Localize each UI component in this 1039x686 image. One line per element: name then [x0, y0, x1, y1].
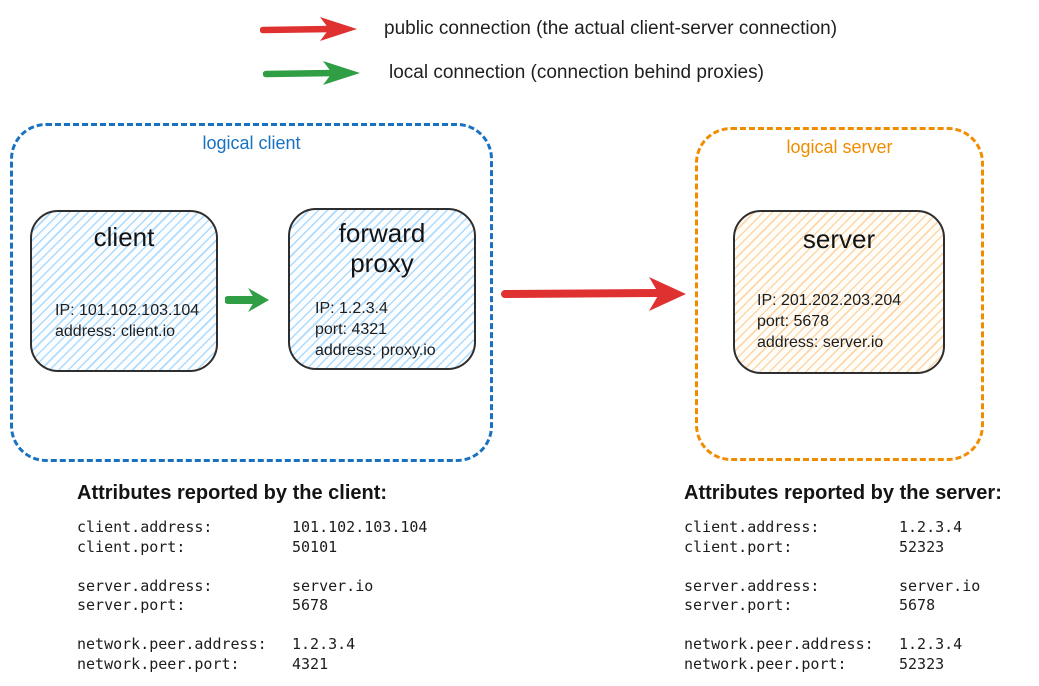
attribute-row: network.peer.address: 1.2.3.4 [684, 635, 980, 655]
attribute-row: client.port: 50101 [77, 538, 427, 558]
attribute-row: client.address: 101.102.103.104 [77, 518, 427, 538]
server-port-line: port: 5678 [757, 313, 830, 330]
attribute-key: network.peer.port: [77, 654, 240, 673]
server-node: server IP: 201.202.203.204 port: 5678 ad… [733, 210, 945, 374]
attribute-value: 101.102.103.104 [292, 518, 428, 536]
logical-server-group: logical server server IP: 201.202.203.20… [695, 127, 984, 461]
attribute-row: server.port: 5678 [684, 596, 980, 616]
client-node-title: client [93, 222, 155, 252]
attribute-key: client.address: [684, 518, 820, 536]
attribute-value: 5678 [292, 596, 329, 614]
attribute-value: 1.2.3.4 [292, 635, 356, 653]
attribute-value: server.io [292, 576, 374, 595]
forward-proxy-node: forward proxy IP: 1.2.3.4 port: 4321 add… [288, 208, 476, 370]
attribute-key: network.peer.address: [77, 635, 267, 653]
server-node-title: server [802, 224, 876, 254]
attribute-row: server.port: 5678 [77, 596, 427, 616]
local-connection-mid-arrow-icon [225, 288, 269, 312]
attribute-key: client.port: [77, 537, 186, 556]
attribute-value: 50101 [292, 537, 338, 556]
attribute-row: network.peer.port: 4321 [77, 655, 427, 675]
attribute-key: server.address: [77, 576, 213, 595]
client-node: client IP: 101.102.103.104 address: clie… [30, 210, 218, 372]
server-attributes-panel: client.address: 1.2.3.4 client.port: 52323… [684, 518, 980, 686]
server-attributes-title: Attributes reported by the server: [684, 482, 1002, 504]
attribute-key: client.address: [77, 518, 213, 536]
attribute-key: client.port: [684, 537, 793, 556]
proxy-port-line: port: 4321 [315, 321, 388, 338]
server-ip-line: IP: 201.202.203.204 [757, 292, 902, 309]
attribute-row: network.peer.port: 52323 [684, 655, 980, 675]
public-connection-arrow-icon [260, 17, 357, 41]
attribute-row: network.peer.address: 1.2.3.4 [77, 635, 427, 655]
attribute-key: network.peer.address: [684, 635, 874, 653]
attribute-key: network.peer.port: [684, 654, 847, 673]
attribute-key: server.port: [77, 596, 186, 614]
public-connection-main-arrow-icon [501, 277, 686, 311]
attribute-value: 1.2.3.4 [899, 518, 963, 536]
attribute-value: 52323 [899, 654, 945, 673]
client-attributes-panel: client.address: 101.102.103.104 client.po… [77, 518, 427, 686]
public-connection-legend-label: public connection (the actual client-ser… [384, 18, 838, 39]
attribute-value: server.io [899, 576, 981, 595]
logical-client-group: logical client client IP: 101.102.103.10… [10, 123, 493, 462]
attribute-row: client.port: 52323 [684, 538, 980, 558]
attribute-row: client.address: 1.2.3.4 [684, 518, 980, 538]
local-connection-arrow-icon [263, 61, 360, 85]
attribute-key: server.address: [684, 576, 820, 595]
forward-proxy-node-title: forward proxy [338, 218, 426, 278]
attribute-value: 52323 [899, 537, 945, 556]
proxy-ip-line: IP: 1.2.3.4 [315, 300, 388, 317]
attribute-row: server.address: server.io [684, 577, 980, 597]
client-address-line: address: client.io [55, 323, 176, 340]
attribute-value: 5678 [899, 596, 936, 614]
logical-client-label: logical client [202, 133, 301, 153]
server-address-line: address: server.io [757, 334, 884, 351]
logical-server-label: logical server [786, 137, 893, 157]
attribute-row: server.address: server.io [77, 577, 427, 597]
proxy-address-line: address: proxy.io [315, 342, 436, 359]
attribute-value: 4321 [292, 654, 329, 673]
attribute-value: 1.2.3.4 [899, 635, 963, 653]
attribute-key: server.port: [684, 596, 793, 614]
client-ip-line: IP: 101.102.103.104 [55, 302, 200, 319]
client-attributes-title: Attributes reported by the client: [77, 482, 388, 504]
local-connection-legend-label: local connection (connection behind prox… [389, 62, 764, 83]
